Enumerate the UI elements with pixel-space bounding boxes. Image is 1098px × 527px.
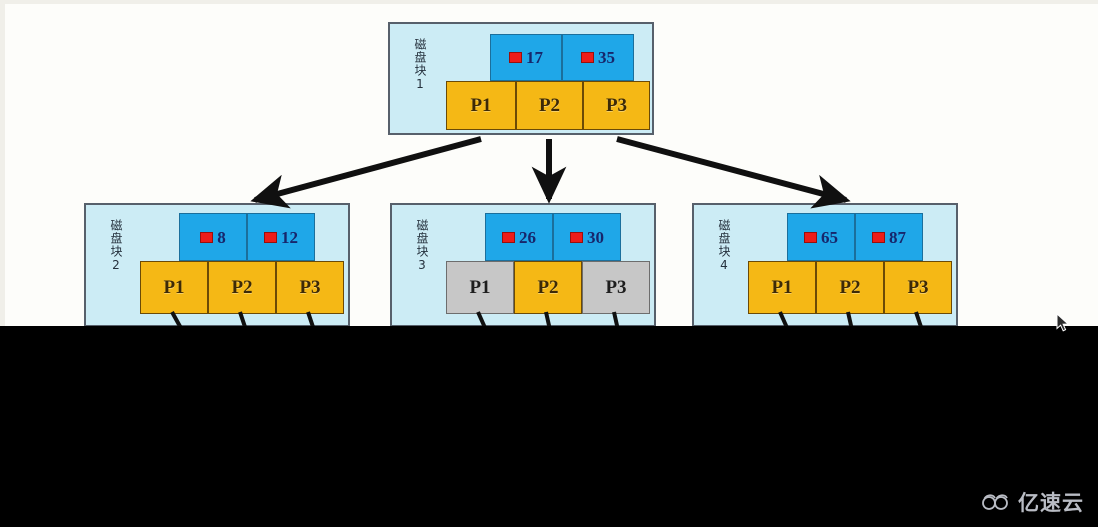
red-square-icon bbox=[872, 231, 885, 243]
disk-block-3-index: 3 bbox=[415, 258, 429, 273]
disk-block-4-label: 磁盘块4 bbox=[704, 219, 731, 273]
node-4-pointer-p2[interactable]: P2 bbox=[816, 261, 884, 314]
disk-block-1-index: 1 bbox=[413, 77, 427, 92]
disk-block-node-4[interactable]: 磁盘块4 65 87 P1 P2 P3 bbox=[692, 203, 958, 327]
node-2-keys: 8 12 bbox=[179, 213, 315, 261]
node-2-pointer-p2[interactable]: P2 bbox=[208, 261, 276, 314]
disk-block-node-1[interactable]: 磁盘块1 17 35 P1 P2 P3 bbox=[388, 22, 654, 135]
node-4-key-cell-2[interactable]: 87 bbox=[855, 213, 923, 261]
disk-block-2-label: 磁盘块2 bbox=[96, 219, 123, 273]
node-1-key-1-value: 17 bbox=[526, 48, 543, 67]
node-2-key-cell-2[interactable]: 12 bbox=[247, 213, 315, 261]
red-square-icon bbox=[200, 231, 214, 243]
node-1-keys: 17 35 bbox=[490, 34, 634, 81]
node-4-keys: 65 87 bbox=[787, 213, 923, 261]
node-1-pointer-p1[interactable]: P1 bbox=[446, 81, 516, 130]
node-4-pointer-p1[interactable]: P1 bbox=[748, 261, 816, 314]
node-2-key-2-value: 12 bbox=[281, 227, 298, 247]
cloud-icon bbox=[982, 494, 1008, 510]
red-square-icon bbox=[804, 231, 817, 243]
disk-block-node-3[interactable]: 磁盘块3 26 30 P1 P2 P3 bbox=[390, 203, 656, 327]
node-3-key-2-value: 30 bbox=[587, 227, 604, 247]
disk-block-3-label-text: 磁盘块 bbox=[415, 219, 429, 258]
disk-block-4-label-text: 磁盘块 bbox=[717, 219, 731, 258]
node-4-key-2-value: 87 bbox=[889, 227, 906, 247]
node-4-key-1-value: 65 bbox=[821, 227, 838, 247]
node-4-pointers: P1 P2 P3 bbox=[748, 261, 952, 314]
disk-block-1-label: 磁盘块1 bbox=[400, 38, 427, 92]
node-1-key-cell-1[interactable]: 17 bbox=[490, 34, 562, 81]
red-square-icon bbox=[264, 231, 277, 243]
node-3-pointer-p2[interactable]: P2 bbox=[514, 261, 582, 314]
node-4-pointer-p3[interactable]: P3 bbox=[884, 261, 952, 314]
watermark: 亿速云 bbox=[980, 487, 1084, 517]
node-1-key-cell-2[interactable]: 35 bbox=[562, 34, 634, 81]
disk-block-2-index: 2 bbox=[109, 258, 123, 273]
disk-block-2-label-text: 磁盘块 bbox=[109, 219, 123, 258]
watermark-text: 亿速云 bbox=[1018, 491, 1084, 515]
red-square-icon bbox=[581, 52, 594, 63]
disk-block-node-2[interactable]: 磁盘块2 8 12 P1 P2 P3 bbox=[84, 203, 350, 327]
disk-block-1-label-text: 磁盘块 bbox=[413, 38, 427, 77]
black-crop-bar bbox=[0, 326, 1098, 527]
node-3-pointer-p3[interactable]: P3 bbox=[582, 261, 650, 314]
node-1-pointer-p2[interactable]: P2 bbox=[516, 81, 583, 130]
node-4-key-cell-1[interactable]: 65 bbox=[787, 213, 855, 261]
disk-block-3-label: 磁盘块3 bbox=[402, 219, 429, 273]
red-square-icon bbox=[570, 231, 583, 243]
node-3-pointer-p1[interactable]: P1 bbox=[446, 261, 514, 314]
node-2-pointers: P1 P2 P3 bbox=[140, 261, 344, 314]
node-2-pointer-p1[interactable]: P1 bbox=[140, 261, 208, 314]
red-square-icon bbox=[502, 231, 515, 243]
node-3-keys: 26 30 bbox=[485, 213, 621, 261]
mouse-cursor-icon bbox=[1056, 313, 1070, 332]
node-2-key-cell-1[interactable]: 8 bbox=[179, 213, 247, 261]
node-2-key-1-value: 8 bbox=[217, 227, 226, 247]
node-3-key-1-value: 26 bbox=[519, 227, 536, 247]
node-3-pointers: P1 P2 P3 bbox=[446, 261, 650, 314]
node-1-pointer-p3[interactable]: P3 bbox=[583, 81, 650, 130]
node-3-key-cell-1[interactable]: 26 bbox=[485, 213, 553, 261]
top-margin-strip bbox=[0, 0, 1098, 4]
node-3-key-cell-2[interactable]: 30 bbox=[553, 213, 621, 261]
node-2-pointer-p3[interactable]: P3 bbox=[276, 261, 344, 314]
left-margin-strip bbox=[0, 0, 5, 527]
node-1-pointers: P1 P2 P3 bbox=[446, 81, 650, 130]
red-square-icon bbox=[509, 52, 522, 63]
node-1-key-2-value: 35 bbox=[598, 48, 615, 67]
disk-block-4-index: 4 bbox=[717, 258, 731, 273]
